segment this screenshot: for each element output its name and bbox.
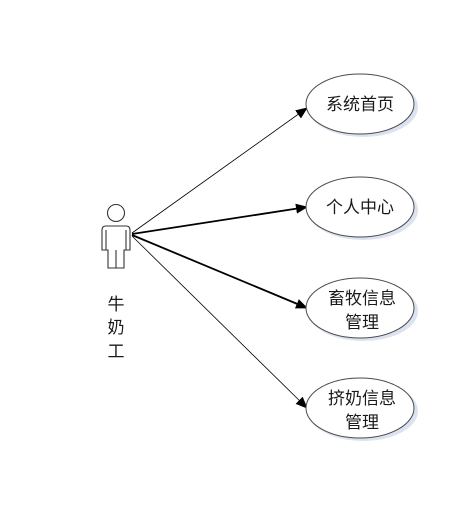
- use-case-ellipse: [305, 377, 415, 439]
- association-line-4: [131, 235, 308, 409]
- associations: [131, 107, 308, 409]
- use-case-system-home[interactable]: 系统首页: [305, 73, 418, 137]
- use-case-label: 个人中心: [326, 198, 394, 218]
- use-case-label: 系统首页: [326, 95, 394, 115]
- use-case-label-line-2: 管理: [345, 313, 379, 333]
- use-case-label-line-1: 挤奶信息: [328, 389, 396, 409]
- use-case-ellipse: [305, 176, 415, 238]
- actor-body: [101, 225, 131, 269]
- use-case-label-line-1: 畜牧信息: [328, 289, 396, 309]
- use-case-ellipse: [305, 73, 415, 135]
- use-case-ellipse: [305, 277, 415, 339]
- association-line-2: [131, 203, 308, 235]
- use-case-label-line-2: 管理: [345, 413, 379, 433]
- actor-name-line-3: 工: [108, 342, 125, 362]
- use-case-personal-center[interactable]: 个人中心: [305, 176, 418, 240]
- actor-name: 牛 奶 工: [108, 295, 125, 362]
- association-line-1: [131, 107, 308, 234]
- actor-head: [106, 203, 126, 223]
- actor-name-line-1: 牛: [108, 295, 125, 315]
- association-line-3: [131, 234, 308, 309]
- use-case-livestock-info[interactable]: 畜牧信息 管理: [305, 277, 418, 341]
- actor-figure: [101, 203, 131, 269]
- use-case-milking-info[interactable]: 挤奶信息 管理: [305, 377, 418, 441]
- actor-name-line-2: 奶: [108, 318, 125, 338]
